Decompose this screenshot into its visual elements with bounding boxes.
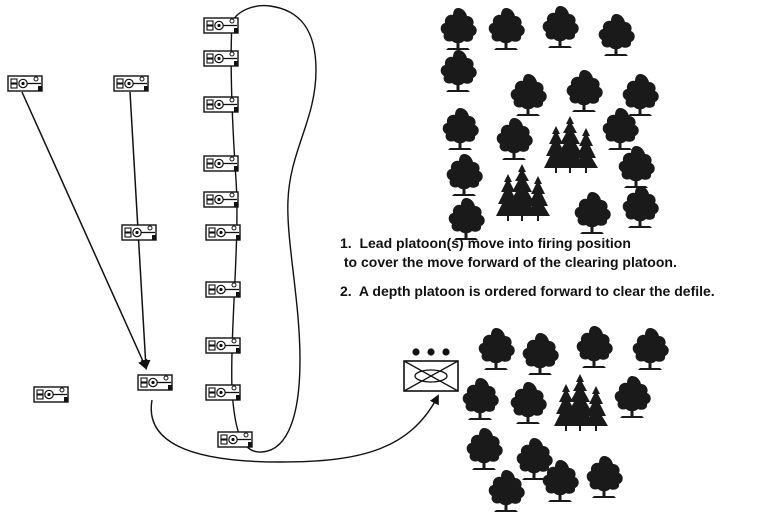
tracked-vehicle-icon	[205, 281, 241, 298]
deciduous-tree-icon	[488, 8, 525, 50]
deciduous-tree-icon	[632, 328, 669, 370]
tracked-vehicle-icon	[203, 17, 239, 34]
tracked-vehicle-icon	[205, 224, 241, 241]
tracked-vehicle-icon	[121, 224, 157, 241]
deciduous-tree-icon	[442, 108, 479, 150]
infantry-platoon-icon	[403, 348, 459, 392]
tracked-vehicle-icon	[7, 75, 43, 92]
deciduous-tree-icon	[510, 382, 547, 424]
tracked-vehicle-icon	[203, 50, 239, 67]
deciduous-tree-icon	[576, 326, 613, 368]
tracked-vehicle-icon	[113, 75, 149, 92]
deciduous-tree-icon	[446, 154, 483, 196]
deciduous-tree-icon	[614, 376, 651, 418]
tracked-vehicle-icon	[33, 386, 69, 403]
deciduous-tree-icon	[622, 186, 659, 228]
note-2: 2. A depth platoon is ordered forward to…	[340, 283, 715, 299]
deciduous-tree-icon	[466, 428, 503, 470]
deciduous-tree-icon	[522, 333, 559, 375]
lower-woods	[462, 326, 669, 512]
deciduous-tree-icon	[566, 70, 603, 112]
lead-platoon-loop	[230, 4, 317, 453]
note-1-line-1: 1. Lead platoon(s) move into firing posi…	[340, 235, 631, 251]
tracked-vehicle-icon	[205, 384, 241, 401]
deciduous-tree-icon	[440, 8, 477, 50]
note-1-line-2: to cover the move forward of the clearin…	[340, 254, 677, 270]
deciduous-tree-icon	[586, 456, 623, 498]
conifer-tree-cluster-icon	[496, 164, 550, 221]
deciduous-tree-icon	[598, 14, 635, 56]
advance-arrow-left	[21, 91, 148, 370]
conifer-tree-cluster-icon	[554, 374, 608, 431]
tracked-vehicle-icon	[203, 96, 239, 113]
depth-platoon-route	[150, 394, 439, 463]
deciduous-tree-icon	[488, 470, 525, 512]
tracked-vehicle-icon	[203, 191, 239, 208]
deciduous-tree-icon	[510, 74, 547, 116]
deciduous-tree-icon	[574, 192, 611, 234]
tracked-vehicle-icon	[217, 431, 253, 448]
deciduous-tree-icon	[462, 378, 499, 420]
conifer-tree-cluster-icon	[544, 116, 598, 173]
deciduous-tree-icon	[618, 146, 655, 188]
tracked-vehicle-icon	[205, 337, 241, 354]
upper-woods	[440, 6, 659, 240]
deciduous-tree-icon	[448, 198, 485, 240]
deciduous-tree-icon	[478, 328, 515, 370]
tracked-vehicle-icon	[137, 374, 173, 391]
deciduous-tree-icon	[542, 6, 579, 48]
deciduous-tree-icon	[622, 74, 659, 116]
tracked-vehicle-icon	[203, 155, 239, 172]
deciduous-tree-icon	[440, 50, 477, 92]
deciduous-tree-icon	[496, 118, 533, 160]
